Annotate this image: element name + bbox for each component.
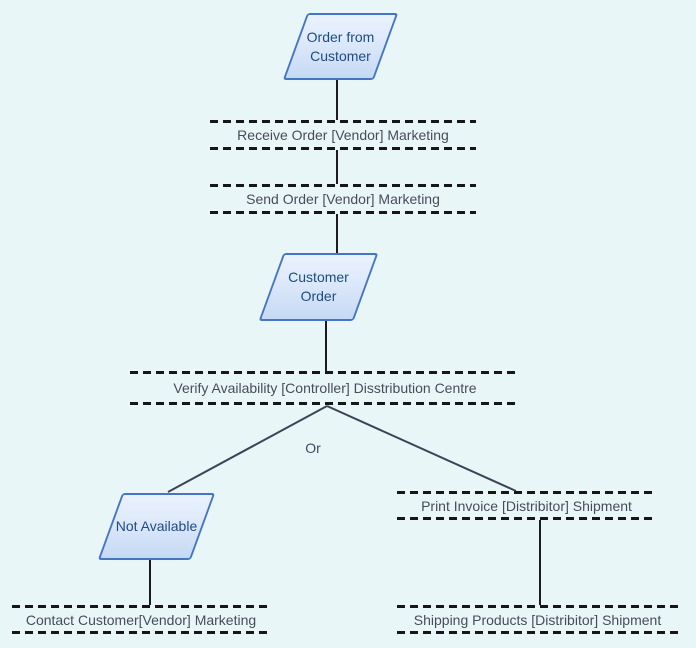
connector-line bbox=[336, 214, 338, 253]
dashed-rule-bottom bbox=[397, 631, 678, 634]
connector-line bbox=[325, 321, 327, 371]
event-customer-order: Customer Order bbox=[258, 253, 379, 321]
connector-line bbox=[539, 520, 541, 605]
connector-line bbox=[336, 80, 338, 120]
dashed-rule-top bbox=[12, 605, 270, 608]
function-label: Contact Customer[Vendor] Marketing bbox=[25, 611, 257, 628]
dashed-rule-bottom bbox=[12, 631, 270, 634]
function-label: Print Invoice [Distribitor] Shipment bbox=[421, 497, 632, 514]
function-receive-order: Receive Order [Vendor] Marketing bbox=[210, 120, 476, 150]
dashed-rule-bottom bbox=[130, 402, 520, 405]
event-label: Customer Order bbox=[288, 269, 349, 304]
function-send-order: Send Order [Vendor] Marketing bbox=[210, 184, 476, 214]
dashed-rule-bottom bbox=[210, 211, 476, 214]
dashed-rule-top bbox=[130, 371, 520, 374]
function-label: Send Order [Vendor] Marketing bbox=[246, 191, 440, 207]
branch-line-right bbox=[326, 405, 517, 492]
event-order-from-customer: Order from Customer bbox=[282, 13, 399, 80]
function-label: Receive Order [Vendor] Marketing bbox=[237, 127, 449, 143]
or-operator-label: Or bbox=[305, 440, 321, 456]
dashed-rule-bottom bbox=[397, 517, 656, 520]
function-label: Verify Availability [Controller] Disstri… bbox=[173, 380, 477, 396]
connector-line bbox=[336, 150, 338, 184]
event-not-available: Not Available bbox=[97, 493, 216, 560]
dashed-rule-top bbox=[210, 120, 476, 123]
dashed-rule-top bbox=[397, 605, 678, 608]
function-label: Shipping Products [Distribitor] Shipment bbox=[413, 611, 662, 628]
event-label: Order from Customer bbox=[306, 28, 375, 64]
function-print-invoice: Print Invoice [Distribitor] Shipment bbox=[397, 491, 656, 520]
function-shipping-products: Shipping Products [Distribitor] Shipment bbox=[397, 605, 678, 634]
connector-line bbox=[149, 560, 151, 605]
dashed-rule-top bbox=[397, 491, 656, 494]
dashed-rule-bottom bbox=[210, 147, 476, 150]
function-verify-availability: Verify Availability [Controller] Disstri… bbox=[130, 371, 520, 405]
function-contact-customer: Contact Customer[Vendor] Marketing bbox=[12, 605, 270, 634]
dashed-rule-top bbox=[210, 184, 476, 187]
event-label: Not Available bbox=[115, 518, 198, 534]
